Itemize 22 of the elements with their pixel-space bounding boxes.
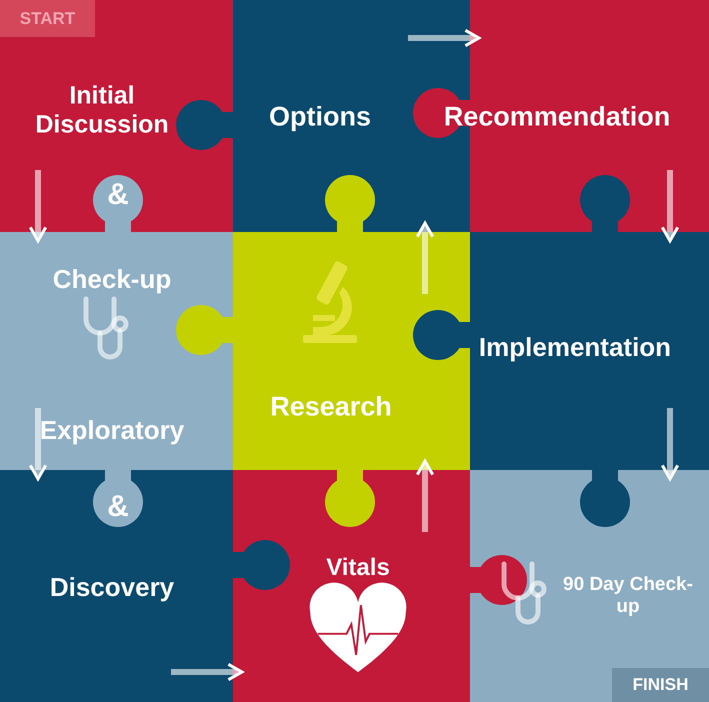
step-label: Discovery — [48, 573, 176, 603]
arrow — [416, 222, 434, 294]
step-label: Vitals — [325, 554, 391, 582]
step-label: Recommendation — [442, 101, 672, 133]
start-label: START — [0, 0, 95, 37]
arrow — [416, 460, 434, 532]
step-label: & — [106, 178, 130, 212]
step-label: Initial Discussion — [34, 81, 170, 139]
step-label: & — [106, 490, 130, 524]
arrow — [660, 408, 680, 480]
step-label: Research — [269, 391, 393, 423]
step-label: 90 Day Check-up — [562, 574, 694, 618]
finish-label: FINISH — [612, 668, 709, 702]
arrow — [408, 28, 480, 48]
arrow — [660, 170, 680, 242]
arrow — [28, 408, 48, 480]
arrow — [28, 170, 48, 242]
step-label: Exploratory — [38, 416, 186, 446]
step-label: Implementation — [478, 333, 672, 363]
step-label: Options — [268, 101, 372, 133]
step-label: Check-up — [52, 265, 172, 295]
arrow — [171, 662, 244, 682]
